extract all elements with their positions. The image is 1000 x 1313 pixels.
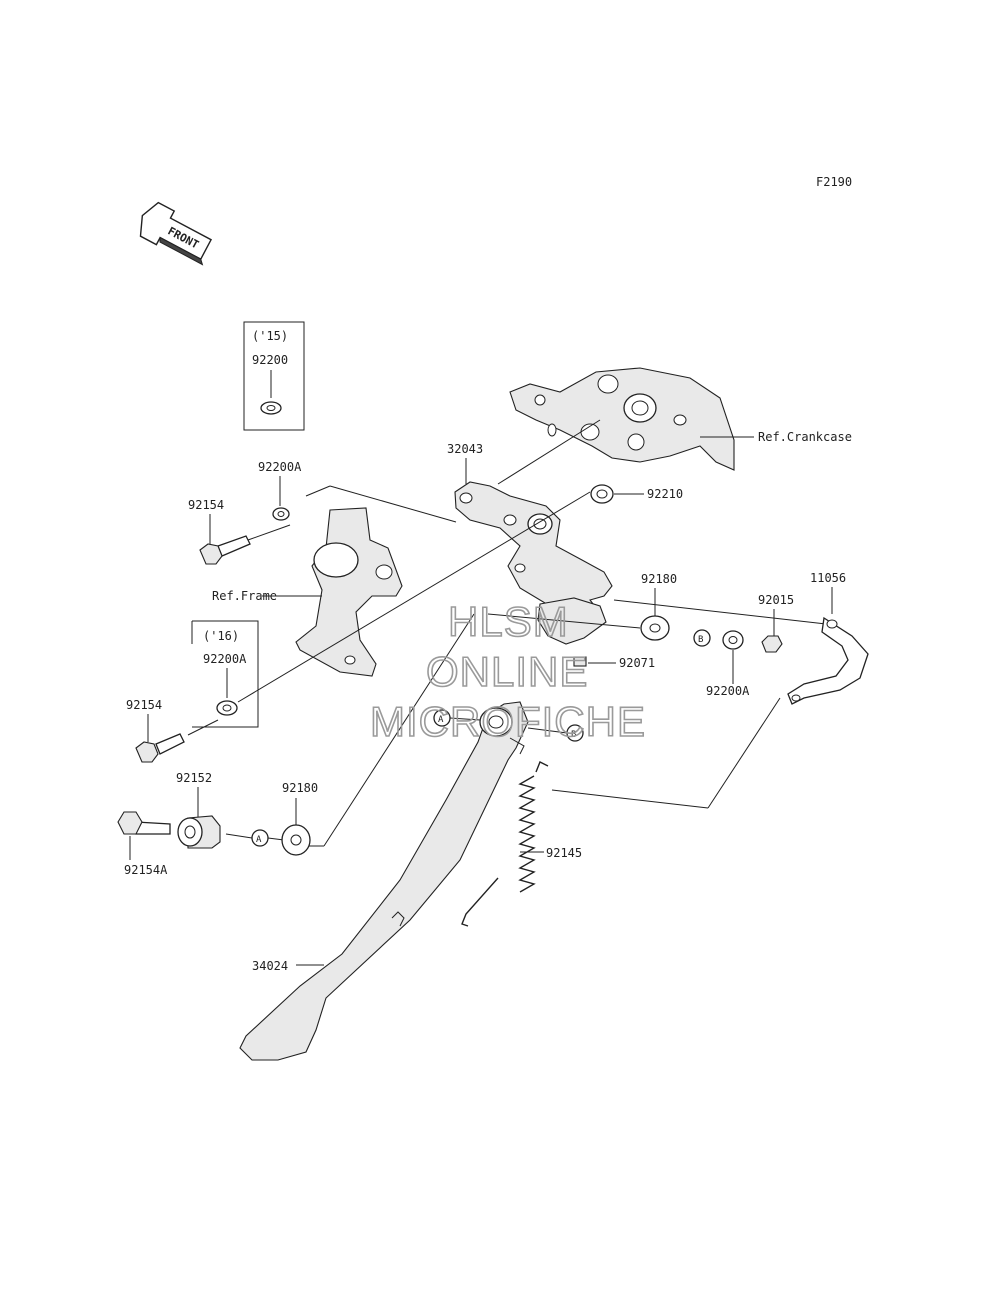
- label-92145: 92145: [546, 846, 582, 860]
- bolt-92154-top: [199, 535, 251, 565]
- ref-frame-label: Ref.Frame: [212, 589, 277, 603]
- ref-crankcase-label: Ref.Crankcase: [758, 430, 852, 444]
- pin-92071: [573, 656, 587, 667]
- callout-a-upper-label: A: [438, 715, 444, 725]
- label-92200A-top: 92200A: [258, 460, 302, 474]
- year-box-15: ('15) 92200: [243, 321, 305, 431]
- spring-92145: [461, 761, 549, 927]
- pivot-bracket: [537, 597, 607, 645]
- year-box-16: ('16) 92200A: [191, 620, 259, 728]
- label-32043: 32043: [447, 442, 483, 456]
- label-11056: 11056: [810, 571, 846, 585]
- year-box-16-part: 92200A: [203, 652, 247, 666]
- label-34024: 34024: [252, 959, 288, 973]
- watermark-line-3: MICROFICHE: [370, 698, 646, 745]
- watermark: HLSM ONLINE MICROFICHE: [369, 597, 646, 746]
- watermark-line-1: HLSM: [448, 598, 569, 645]
- sidestand-34024: [239, 701, 529, 1061]
- bolt-92154A: [117, 811, 171, 835]
- nut-92015: [761, 635, 783, 653]
- bracket-11056: [787, 616, 869, 705]
- label-92071: 92071: [619, 656, 655, 670]
- callout-b-right-label: B: [698, 635, 703, 645]
- callout-b-right: [693, 629, 711, 647]
- callout-b-lower-label: B: [571, 730, 576, 740]
- label-92180-right: 92180: [641, 572, 677, 586]
- label-92152: 92152: [176, 771, 212, 785]
- collar-92152: [177, 815, 221, 849]
- watermark-line-2: ONLINE: [426, 648, 588, 695]
- crankcase-part: [509, 367, 735, 471]
- label-92200A-right: 92200A: [706, 684, 750, 698]
- label-92210: 92210: [647, 487, 683, 501]
- diagram-code: F2190: [816, 175, 852, 189]
- label-92180-left: 92180: [282, 781, 318, 795]
- label-92015: 92015: [758, 593, 794, 607]
- year-box-16-year: ('16): [203, 629, 239, 643]
- bolt-92154-mid: [135, 733, 185, 763]
- bracket-32043: [454, 481, 613, 631]
- year-box-15-part: 92200: [252, 353, 288, 367]
- label-92154-mid: 92154: [126, 698, 162, 712]
- collar-92210: [590, 484, 614, 504]
- label-92154A: 92154A: [124, 863, 168, 877]
- front-arrow-icon: FRONT: [139, 201, 213, 266]
- frame-part: [295, 507, 403, 677]
- year-box-15-year: ('15): [252, 329, 288, 343]
- label-92154-top: 92154: [188, 498, 224, 512]
- callout-a-lower-label: A: [256, 835, 262, 845]
